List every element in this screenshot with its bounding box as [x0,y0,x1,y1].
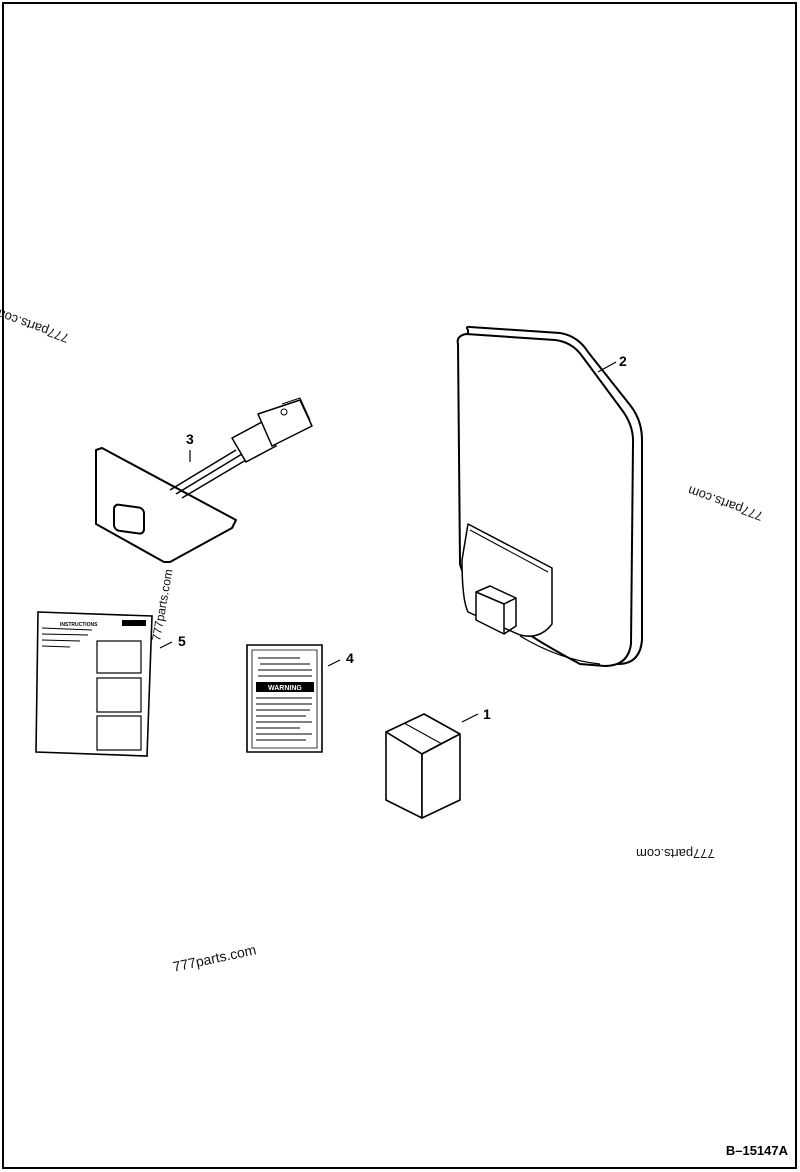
leader-line-4 [327,659,341,667]
warning-heading: WARNING [268,685,302,692]
instructions-heading: INSTRUCTIONS [60,622,98,628]
watermark-upside-down: 777parts.com [636,846,715,861]
callout-2: 2 [619,353,627,369]
part-3-switch-harness[interactable] [95,397,313,563]
part-1-box[interactable] [385,713,461,819]
callout-4: 4 [346,650,354,666]
callout-3: 3 [186,431,194,447]
figure-reference: B–15147A [725,1143,788,1158]
part-5-instruction-sheet[interactable]: INSTRUCTIONS [35,611,153,757]
part-2-mirror-housing[interactable] [456,325,643,667]
callout-5: 5 [178,633,186,649]
leader-line-5 [159,641,173,649]
part-4-warning-decal[interactable]: WARNING [246,644,323,753]
leader-line-1 [461,713,479,723]
callout-1: 1 [483,706,491,722]
leader-line-2 [597,361,617,373]
